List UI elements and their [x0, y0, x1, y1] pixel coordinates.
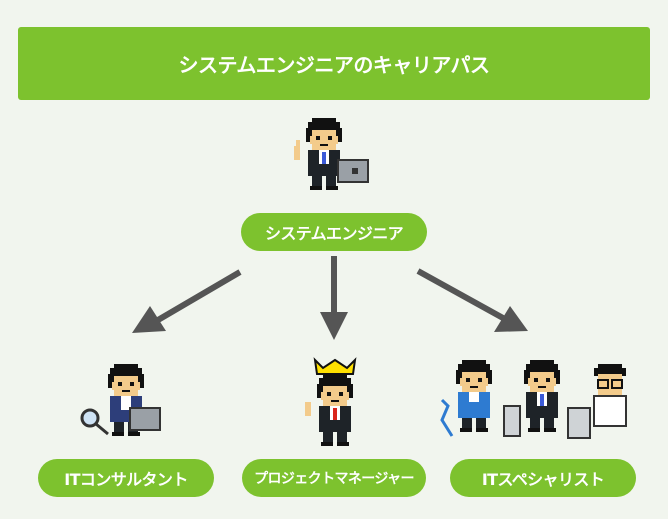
arrow-to-manager [320, 256, 348, 340]
specialist-group-icon [440, 360, 627, 439]
manager-with-crown-icon [305, 357, 357, 446]
node-it-consultant: ITコンサルタント [38, 459, 214, 497]
diagram-title: システムエンジニアのキャリアパス [18, 27, 650, 100]
engineer-with-laptop-icon [294, 118, 369, 190]
node-project-manager: プロジェクトマネージャー [242, 459, 426, 497]
consultant-with-magnifier-icon [80, 364, 161, 436]
arrow-to-specialist [416, 268, 528, 332]
arrow-to-consultant [132, 269, 242, 333]
node-system-engineer: システムエンジニア [241, 213, 427, 251]
node-it-specialist: ITスペシャリスト [450, 459, 636, 497]
